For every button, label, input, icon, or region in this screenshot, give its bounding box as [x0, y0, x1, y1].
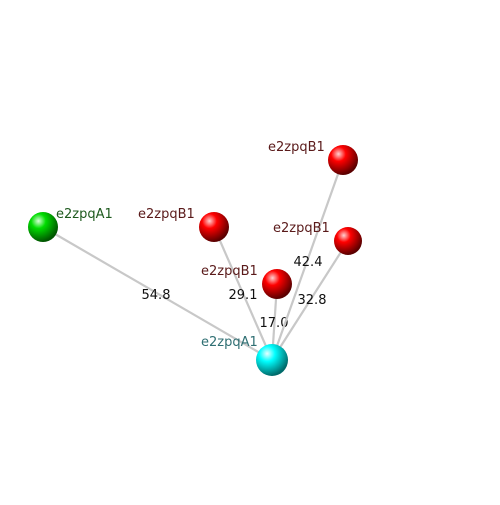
node-sphere[interactable]: [256, 344, 288, 376]
node-label: e2zpqB1: [201, 264, 258, 279]
edge-center-green: 54.8: [42, 226, 273, 361]
edge-line: [270, 159, 345, 361]
edge-line: [42, 226, 273, 361]
node-sphere[interactable]: [199, 212, 229, 242]
edge-distance-label: 32.8: [298, 293, 327, 308]
node-sphere[interactable]: [28, 212, 58, 242]
edge-distance-label: 54.8: [142, 288, 171, 303]
node-red2[interactable]: e2zpqB1: [201, 264, 292, 299]
edge-line: [212, 226, 274, 361]
node-sphere[interactable]: [262, 269, 292, 299]
node-label: e2zpqA1: [56, 207, 113, 222]
node-label: e2zpqA1: [201, 335, 258, 350]
edge-center-red3: 42.4: [270, 159, 345, 361]
edge-line: [271, 240, 349, 361]
node-green[interactable]: e2zpqA1: [28, 207, 113, 242]
edge-center-red1: 29.1: [212, 226, 274, 361]
edge-distance-label: 42.4: [294, 255, 323, 270]
edge-center-red4: 32.8: [271, 240, 349, 361]
node-label: e2zpqB1: [268, 140, 325, 155]
edge-distance-label: 29.1: [229, 288, 258, 303]
node-red3[interactable]: e2zpqB1: [268, 140, 358, 175]
node-label: e2zpqB1: [138, 207, 195, 222]
node-red1[interactable]: e2zpqB1: [138, 207, 229, 242]
edge-distance-label: 17.0: [260, 316, 289, 331]
node-label: e2zpqB1: [273, 221, 330, 236]
node-sphere[interactable]: [334, 227, 362, 255]
node-sphere[interactable]: [328, 145, 358, 175]
node-center[interactable]: e2zpqA1: [201, 335, 288, 376]
node-red4[interactable]: e2zpqB1: [273, 221, 362, 255]
